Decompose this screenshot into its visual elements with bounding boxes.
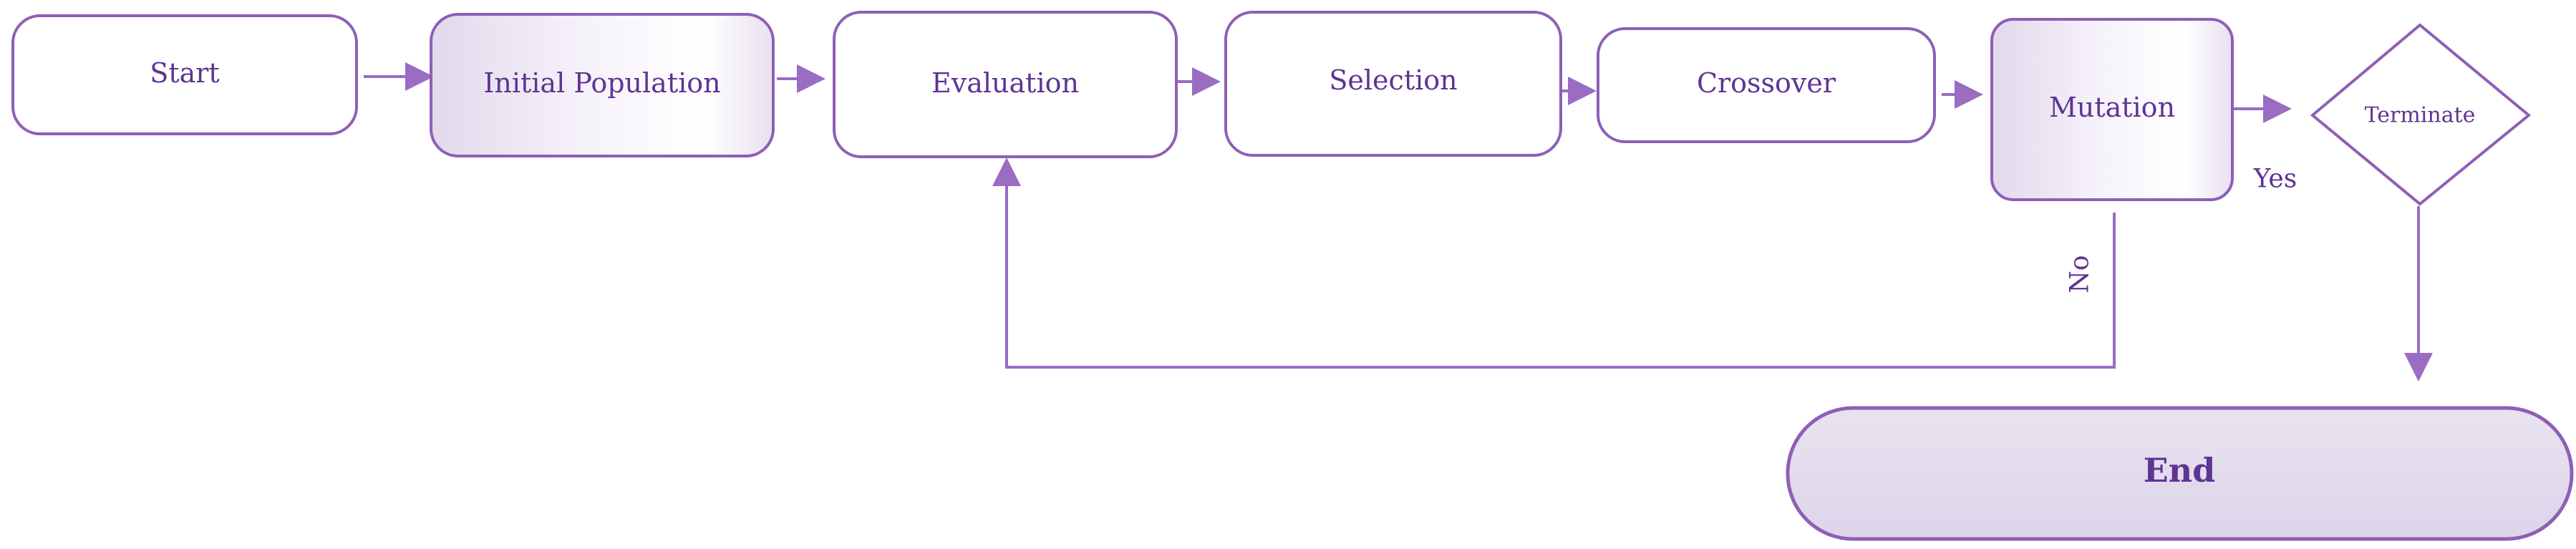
node-evaluation-label: Evaluation — [931, 67, 1079, 99]
edges — [364, 62, 2433, 382]
node-end[interactable]: End — [1786, 406, 2574, 541]
node-initial-population-label: Initial Population — [483, 67, 720, 99]
edge-mutation-no-loop-to-evaluation — [992, 157, 2116, 369]
node-selection[interactable]: Selection — [1224, 11, 1562, 157]
node-crossover-label: Crossover — [1697, 67, 1836, 99]
node-end-label: End — [2144, 451, 2216, 490]
node-selection-label: Selection — [1329, 64, 1457, 96]
node-crossover[interactable]: Crossover — [1597, 27, 1936, 143]
node-evaluation[interactable]: Evaluation — [833, 11, 1178, 158]
node-mutation[interactable]: Mutation — [1990, 18, 2234, 201]
node-initial-population[interactable]: Initial Population — [430, 13, 775, 157]
node-start-label: Start — [150, 57, 219, 89]
edge-label-no: No — [2066, 255, 2095, 293]
edge-label-yes: Yes — [2253, 165, 2297, 194]
node-mutation-label: Mutation — [2049, 92, 2175, 123]
node-start[interactable]: Start — [11, 14, 358, 135]
node-terminate-label: Terminate — [2365, 103, 2476, 128]
node-terminate[interactable]: Terminate — [2310, 23, 2532, 206]
